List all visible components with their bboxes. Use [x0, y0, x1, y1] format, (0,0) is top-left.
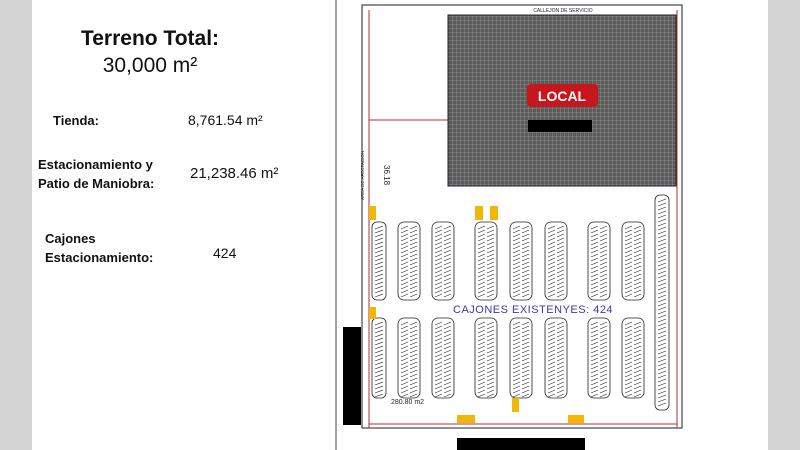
parking-row-edge [654, 194, 670, 411]
redacted-bar-left [343, 327, 361, 425]
walkway-marker [568, 415, 584, 423]
parking-row [587, 221, 611, 301]
parking-row [621, 221, 645, 301]
right-margin [768, 0, 800, 450]
parking-row [544, 221, 568, 301]
parking-row-edge [371, 317, 387, 399]
walkway-marker [457, 415, 475, 423]
estacionamiento-label: Estacionamiento y Patio de Maniobra: [38, 155, 154, 193]
parking-row [587, 317, 611, 399]
redacted-bar-top [528, 120, 592, 132]
parking-row [474, 221, 498, 301]
tienda-label: Tienda: [53, 113, 99, 128]
local-badge [527, 84, 598, 107]
walkway-marker [512, 398, 519, 412]
local-label: LOCAL [538, 88, 587, 104]
walkway-marker [475, 206, 483, 220]
estacionamiento-label-line2: Patio de Maniobra: [38, 176, 155, 191]
parking-row [474, 317, 498, 399]
walkway-marker [369, 206, 376, 220]
parking-row [509, 317, 533, 399]
tienda-value: 8,761.54 m² [188, 112, 263, 128]
walkway-marker [369, 307, 376, 319]
cajones-label: Cajones Estacionamiento: [45, 229, 153, 267]
dimension-label: 36.18 [382, 165, 391, 186]
yellow-walkways [369, 206, 584, 423]
total-area: 30,000 m² [102, 54, 198, 77]
parking-row [397, 317, 421, 399]
cajones-label-line2: Estacionamiento: [45, 250, 154, 265]
summary-title: Terreno Total: [80, 27, 220, 50]
site-boundary [361, 4, 683, 429]
parking-row [621, 317, 645, 399]
walkway-marker [490, 206, 498, 220]
left-margin [0, 0, 32, 450]
cajones-value: 424 [213, 245, 237, 261]
parking-count-label: CAJONES EXISTENYES: 424 [453, 304, 613, 316]
cajones-label-line1: Cajones [45, 231, 96, 246]
parking-row [509, 221, 533, 301]
estacionamiento-value: 21,238.46 m² [190, 165, 279, 182]
parking-row [544, 317, 568, 399]
side-area-label: AREA DE AFECTACION [360, 151, 365, 200]
redacted-bar-bottom [457, 438, 585, 450]
parking-row [431, 221, 455, 301]
parking-row [431, 317, 455, 399]
parking-row-edge [371, 221, 387, 301]
parking-rows [371, 194, 670, 411]
estacionamiento-label-line1: Estacionamiento y [38, 157, 153, 172]
area-note: 280.80 m2 [391, 399, 424, 406]
service-alley-label: CALLEJON DE SERVICIO [533, 8, 592, 14]
parking-row [397, 221, 421, 301]
